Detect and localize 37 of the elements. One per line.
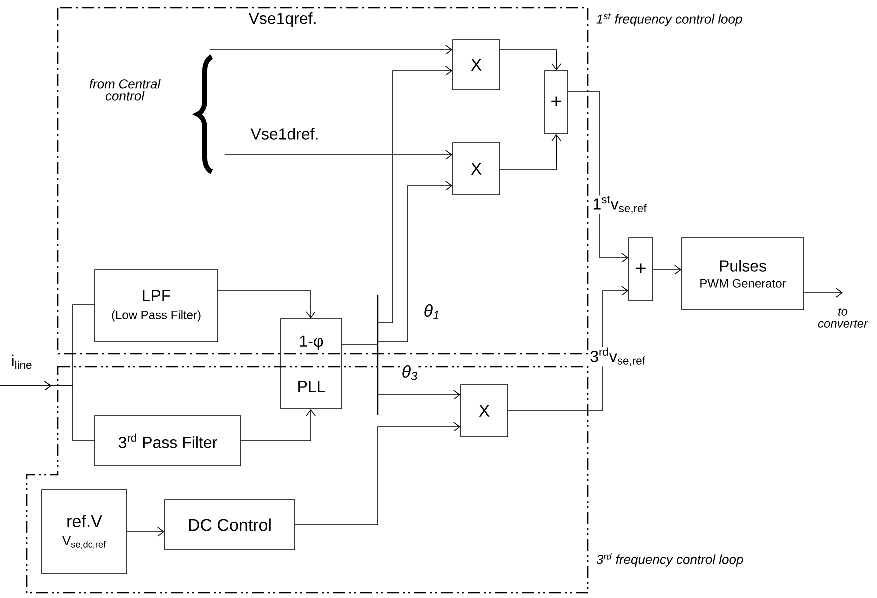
node-label: 3$^{rd}$ frequency control loop: [596, 553, 744, 567]
edge-label: Vse1qref.: [248, 12, 318, 28]
edge-label: θ$_{3}$: [401, 365, 419, 382]
edge-label: 3$^{rd}$v$_{se,ref}$: [590, 347, 646, 367]
arrow: [378, 66, 453, 324]
arrow: [804, 288, 843, 298]
arrow: [224, 150, 453, 160]
edge-label: θ$_{1}$: [423, 304, 441, 320]
arrow: [378, 390, 461, 400]
arrow: [218, 290, 316, 319]
arrow: [500, 134, 562, 170]
arrow: [653, 265, 682, 275]
block: 1-φ PLL: [280, 318, 342, 410]
arrow: [378, 181, 453, 342]
arrow: [295, 422, 461, 526]
block: X: [452, 142, 500, 196]
block: DC Control: [164, 500, 296, 550]
summing-block: +: [628, 238, 654, 302]
node-label: 1$^{st}$ frequency control loop: [596, 14, 742, 26]
summing-block: +: [544, 70, 568, 134]
block: 3$^{rd}$ Pass Filter: [94, 416, 242, 466]
edge-label: Vse1dref.: [250, 128, 320, 140]
block: X: [452, 40, 500, 90]
arrow: [127, 527, 165, 537]
arrow: [568, 92, 629, 263]
edge-label: 1$^{st}$v$_{se,ref}$: [592, 196, 648, 214]
arrow: [500, 50, 562, 71]
source-with-brace: from Central control: [90, 54, 214, 174]
arrow: [210, 45, 453, 55]
arrow: [241, 409, 316, 442]
arrow: [508, 286, 629, 412]
signal-label: i$_{line}$: [12, 354, 32, 370]
block: ref.V V$_{se,dc,ref}$: [42, 490, 128, 574]
block: X: [460, 384, 508, 438]
block: Pulses PWM Generator: [682, 238, 804, 310]
block: LPF (Low Pass Filter): [94, 270, 218, 342]
output-label: to converter: [818, 308, 868, 328]
